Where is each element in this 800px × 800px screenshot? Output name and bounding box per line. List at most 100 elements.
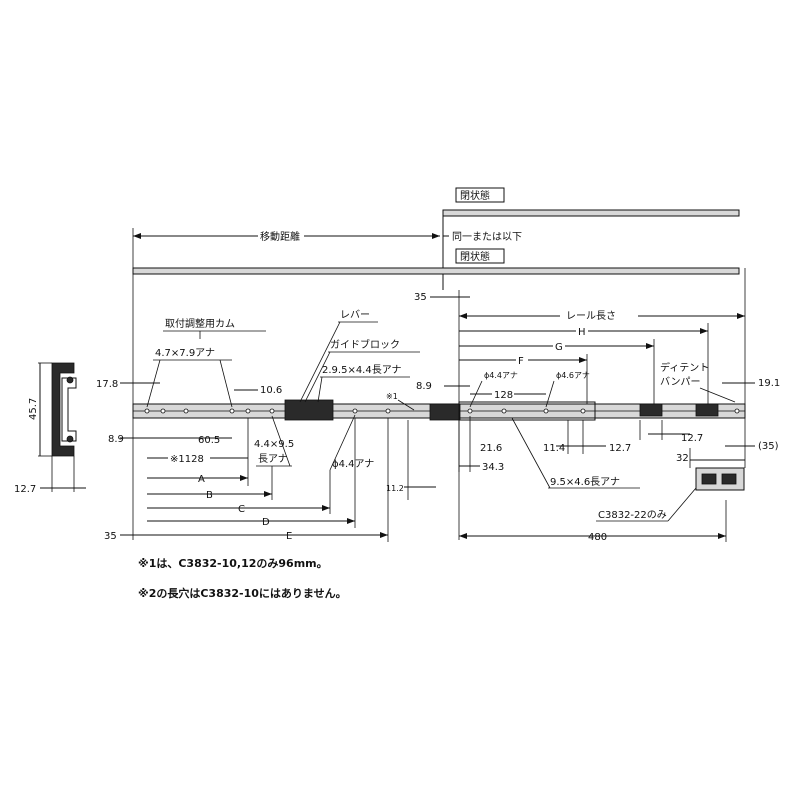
guide-block-label: ガイドブロック xyxy=(330,338,400,351)
slot-29x44-group: 2.9.5×4.4長アナ xyxy=(317,364,410,403)
dim-480: 480 xyxy=(588,532,607,543)
slot-95x46-leader xyxy=(511,417,551,489)
dim-19-1: 19.1 xyxy=(758,378,780,389)
lever-part xyxy=(429,403,461,421)
dim-C-arrow xyxy=(322,505,330,511)
dim-F-group: F xyxy=(459,353,588,412)
dim-H: H xyxy=(578,327,586,338)
slot-29x44-leader xyxy=(317,376,323,403)
hole-44-leader xyxy=(329,414,356,471)
dim-11-2: 11.2 xyxy=(386,484,404,493)
dim-17-8-group: 17.8 xyxy=(96,379,160,390)
rail-hole-13 xyxy=(734,408,740,414)
dim-B-arrow xyxy=(264,491,272,497)
footnote-1: ※1は、C3832-10,12のみ96mm。 xyxy=(138,557,328,570)
dim-480-arrow-left xyxy=(459,533,467,539)
dim-21-6-group: 21.6 xyxy=(458,416,502,472)
dim-B-group: B xyxy=(147,466,273,501)
rail-hole-2 xyxy=(160,408,166,414)
travel-distance-group: 移動距離 同一または以下 xyxy=(133,210,522,290)
guide-block-leader xyxy=(304,351,331,403)
dim-10-6-group: 10.6 xyxy=(234,385,282,396)
dim-8-9-left: 8.9 xyxy=(108,434,124,445)
c3832-22-detail-part xyxy=(701,473,717,485)
dim-G-group: G xyxy=(459,339,655,412)
dim-35-paren: (35) xyxy=(758,441,779,452)
cross-section-group: 45.7 12.7 xyxy=(14,362,86,495)
dim-G-bg xyxy=(553,339,565,352)
slot-29x44-label: 2.9.5×4.4長アナ xyxy=(322,364,402,376)
c3832-22-only-label: C3832-22のみ xyxy=(598,510,667,521)
dim-F-arrow xyxy=(579,357,587,363)
dim-8-9-left-group: 8.9 xyxy=(108,434,147,445)
dim-128-note: ※1128 xyxy=(170,454,204,465)
hole-44-group: ϕ4.4アナ xyxy=(329,414,374,471)
dim-35-left: 35 xyxy=(104,531,117,542)
dim-60-5-group: 60.5 xyxy=(147,435,232,446)
dim-12-7-mid-group: 12.7 xyxy=(596,443,631,454)
dim-128-note-bg xyxy=(168,452,210,464)
dim-32: 32 xyxy=(676,453,689,464)
dim-12-7-right: 12.7 xyxy=(681,433,703,444)
long-hole-label: 長アナ xyxy=(258,453,288,465)
lever-label: レバー xyxy=(340,309,370,321)
dim-H-group: H xyxy=(459,323,709,412)
slot-44x95-group: 4.4×9.5 長アナ xyxy=(254,415,294,467)
hole-44-label: ϕ4.4アナ xyxy=(332,458,374,470)
closed-state-top-box xyxy=(455,187,505,203)
detent-bumper-group: ディテント バンパー xyxy=(660,361,736,403)
cross-section-outer xyxy=(51,362,75,457)
dim-11-4-group: 11.4 xyxy=(543,420,600,454)
hole-47x79-group: 4.7×7.9アナ xyxy=(146,347,233,408)
dim-E: E xyxy=(286,531,292,542)
hole-47x79-label: 4.7×7.9アナ xyxy=(155,347,215,359)
rail-hole-6 xyxy=(269,408,275,414)
dim-35-paren-group: (35) xyxy=(725,420,779,468)
dim-A-arrow xyxy=(240,475,248,481)
closed-rail-top xyxy=(442,209,740,217)
dim-E-arrow xyxy=(380,532,388,538)
travel-distance-label: 移動距離 xyxy=(260,230,300,243)
dim-12-7-left: 12.7 xyxy=(14,484,36,495)
dim-32-group: 32 xyxy=(676,448,745,468)
dim-B: B xyxy=(206,490,213,501)
dim-F-bg xyxy=(516,353,528,366)
extended-rail xyxy=(132,267,740,275)
slot-44x95-label: 4.4×9.5 xyxy=(254,439,294,450)
cross-section-inner xyxy=(61,377,77,442)
dim-34-3: 34.3 xyxy=(482,462,504,473)
dim-A: A xyxy=(198,474,205,485)
c3832-22-leader xyxy=(667,487,697,522)
same-or-less-label: 同一または以下 xyxy=(452,231,522,243)
rail-length-label: レール長さ xyxy=(566,310,616,322)
mounting-cam-group: 取付調整用カム xyxy=(163,317,266,339)
rail-length-label-bg xyxy=(560,309,638,322)
dim-480-arrow-right xyxy=(718,533,726,539)
detent-bumper-part-1 xyxy=(639,403,663,417)
rail-length-group: レール長さ xyxy=(459,309,745,322)
rail-hole-1 xyxy=(144,408,150,414)
main-rail-group xyxy=(132,399,746,421)
rail-hole-5 xyxy=(245,408,251,414)
dim-21-6: 21.6 xyxy=(480,443,502,454)
mounting-cam-label: 取付調整用カム xyxy=(165,317,235,330)
dim-G: G xyxy=(555,342,563,353)
rail-hole-3 xyxy=(183,408,189,414)
slot-95x46-group: 9.5×4.6長アナ xyxy=(511,417,640,489)
note-mark-label: ※1 xyxy=(386,392,398,401)
dim-128-mid-group: 128 xyxy=(470,388,546,401)
hole-46-label: ϕ4.6アナ xyxy=(556,371,590,380)
dim-C-group: C xyxy=(147,470,331,515)
travel-arrow-right xyxy=(432,233,440,239)
dim-480-group: 480 xyxy=(459,500,727,543)
lever-label-group: レバー xyxy=(299,309,378,403)
c3832-22-detail-group: C3832-22のみ xyxy=(596,467,745,522)
dim-10-6: 10.6 xyxy=(260,385,282,396)
guide-block-label-group: ガイドブロック xyxy=(304,338,420,403)
rail-hole-12 xyxy=(580,408,586,414)
inner-member xyxy=(458,401,596,421)
dim-35-top: 35 xyxy=(414,292,427,303)
guide-block-part xyxy=(284,399,334,421)
dim-35-top-group: 35 xyxy=(414,292,470,303)
